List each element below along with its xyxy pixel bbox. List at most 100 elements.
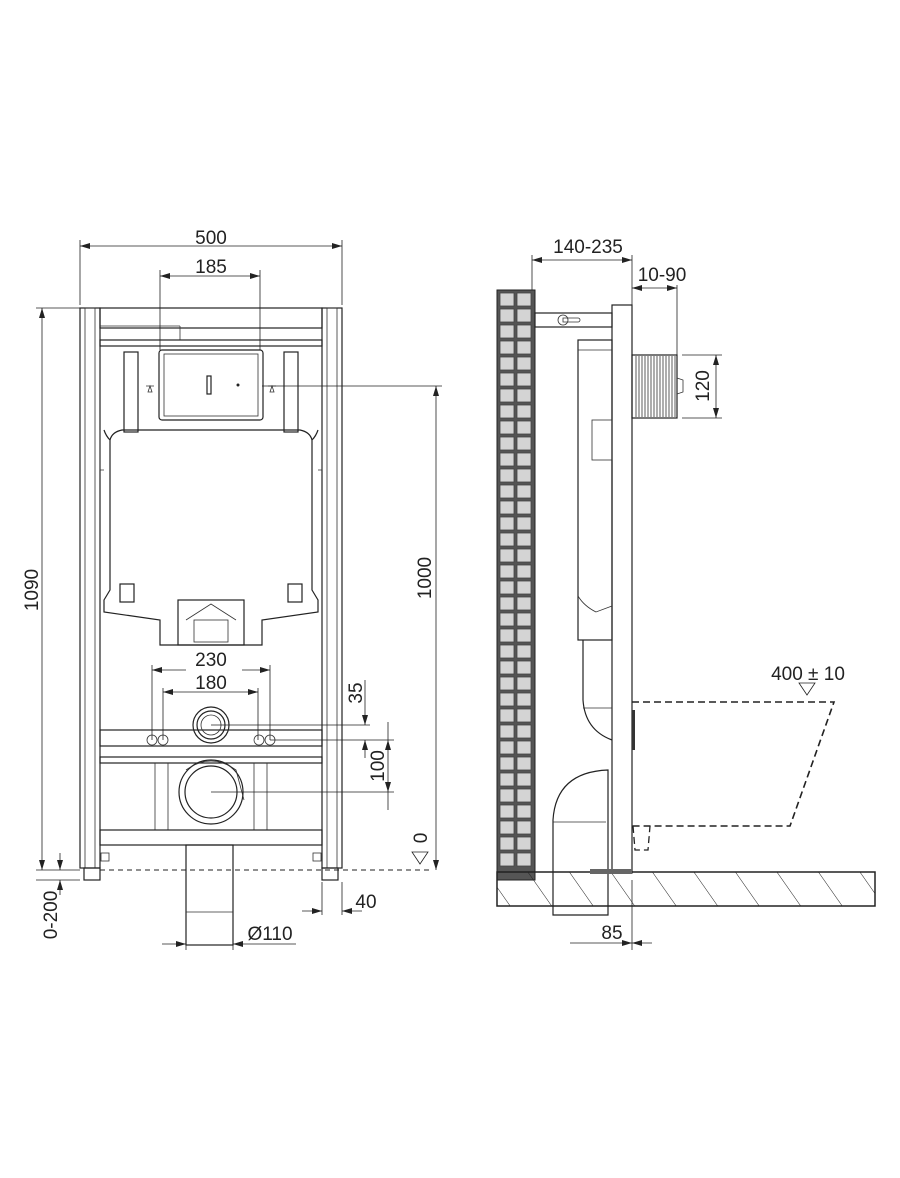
wall-tile xyxy=(516,596,532,611)
dim-plate-offset: 10-90 xyxy=(638,265,687,286)
cistern xyxy=(99,349,323,646)
side-dimensions xyxy=(531,255,816,950)
dim-pipe-diameter: Ø110 xyxy=(247,924,292,945)
wall-tile xyxy=(499,500,515,515)
wall-tile xyxy=(516,308,532,323)
wall-tile xyxy=(516,772,532,787)
wall-tile xyxy=(516,436,532,451)
wall-tile xyxy=(499,564,515,579)
wall-tiles xyxy=(499,292,532,867)
wall-tile xyxy=(516,692,532,707)
wall-tile xyxy=(516,484,532,499)
dim-foot-width: 40 xyxy=(355,892,376,913)
wall-tile xyxy=(516,452,532,467)
dim-depth-range: 140-235 xyxy=(553,237,623,258)
frame xyxy=(79,307,343,881)
wall-tile xyxy=(499,756,515,771)
wall-tile xyxy=(499,772,515,787)
wall-tile xyxy=(499,788,515,803)
wall-tile xyxy=(499,484,515,499)
wall-tile xyxy=(499,308,515,323)
wall-tile xyxy=(499,580,515,595)
wall-tile xyxy=(499,676,515,691)
wall-tile xyxy=(499,436,515,451)
front-dimensions xyxy=(36,240,442,950)
wall-tile xyxy=(516,724,532,739)
floor-hatched xyxy=(496,871,876,907)
wall-tile xyxy=(499,532,515,547)
wall-tile xyxy=(499,516,515,531)
wall-tile xyxy=(516,836,532,851)
dim-outlet-offset: 100 xyxy=(368,750,389,782)
dim-height-total: 1090 xyxy=(22,569,43,611)
wall-tile xyxy=(516,324,532,339)
wall-tile xyxy=(516,340,532,355)
wall-tile xyxy=(499,692,515,707)
wall-tile xyxy=(499,596,515,611)
wall-tile xyxy=(516,628,532,643)
wall-tile xyxy=(516,660,532,675)
wall-tile xyxy=(499,468,515,483)
wall-tile xyxy=(516,740,532,755)
wall-tile xyxy=(499,372,515,387)
wall-tile xyxy=(516,612,532,627)
wall-tile xyxy=(516,788,532,803)
dim-seat-height: 400 ± 10 xyxy=(771,664,845,685)
dim-pipe-offset: 85 xyxy=(601,923,622,944)
front-view: 500 185 1090 1000 0-200 230 180 35 100 0… xyxy=(22,228,442,950)
wall-tile xyxy=(516,292,532,307)
dim-plate-height: 120 xyxy=(693,370,714,402)
wall-tile xyxy=(499,404,515,419)
wall-tile xyxy=(499,292,515,307)
dim-height-actuator: 1000 xyxy=(415,557,436,599)
wc-bowl-outline xyxy=(632,701,836,851)
wall-tile xyxy=(499,804,515,819)
wall-tile xyxy=(516,580,532,595)
wall-tile xyxy=(499,340,515,355)
outlet-section xyxy=(99,706,323,946)
wall-tile xyxy=(516,372,532,387)
wall-tile xyxy=(499,836,515,851)
side-view: 140-235 10-90 120 400 ± 10 85 xyxy=(496,237,876,950)
wall-tile xyxy=(499,660,515,675)
wall-tile xyxy=(516,516,532,531)
dim-rod-inner: 180 xyxy=(195,673,227,694)
wall-tile xyxy=(516,356,532,371)
wall-tile xyxy=(499,388,515,403)
wall-tile xyxy=(499,324,515,339)
dim-inlet-offset: 35 xyxy=(346,682,367,703)
wall-tile xyxy=(499,644,515,659)
wall-tile xyxy=(516,644,532,659)
wall-tile xyxy=(499,628,515,643)
wall-tile xyxy=(499,724,515,739)
wall-tile xyxy=(516,756,532,771)
wall-tile xyxy=(516,468,532,483)
wall-tile xyxy=(516,804,532,819)
dim-foot-adjust: 0-200 xyxy=(41,891,62,940)
floor-level-label: 0 xyxy=(411,833,432,844)
wall-tile xyxy=(499,356,515,371)
side-frame xyxy=(534,304,684,916)
wall-tile xyxy=(516,532,532,547)
wall-tile xyxy=(499,452,515,467)
wall-tile xyxy=(499,548,515,563)
wall-tile xyxy=(516,820,532,835)
dim-width-plate: 185 xyxy=(195,257,227,278)
wall-tile xyxy=(516,548,532,563)
wall-tile xyxy=(516,564,532,579)
wall-tile xyxy=(499,612,515,627)
wall-tile xyxy=(516,420,532,435)
wall-tile xyxy=(499,820,515,835)
wall-tile xyxy=(516,388,532,403)
dim-rod-outer: 230 xyxy=(195,650,227,671)
wall-tile xyxy=(499,852,515,867)
wall-tile xyxy=(516,676,532,691)
wall-tile xyxy=(516,500,532,515)
wall-tile xyxy=(499,708,515,723)
wall-tile xyxy=(499,420,515,435)
wall-tile xyxy=(499,740,515,755)
dim-width-total: 500 xyxy=(195,228,227,249)
wall-tile xyxy=(516,708,532,723)
